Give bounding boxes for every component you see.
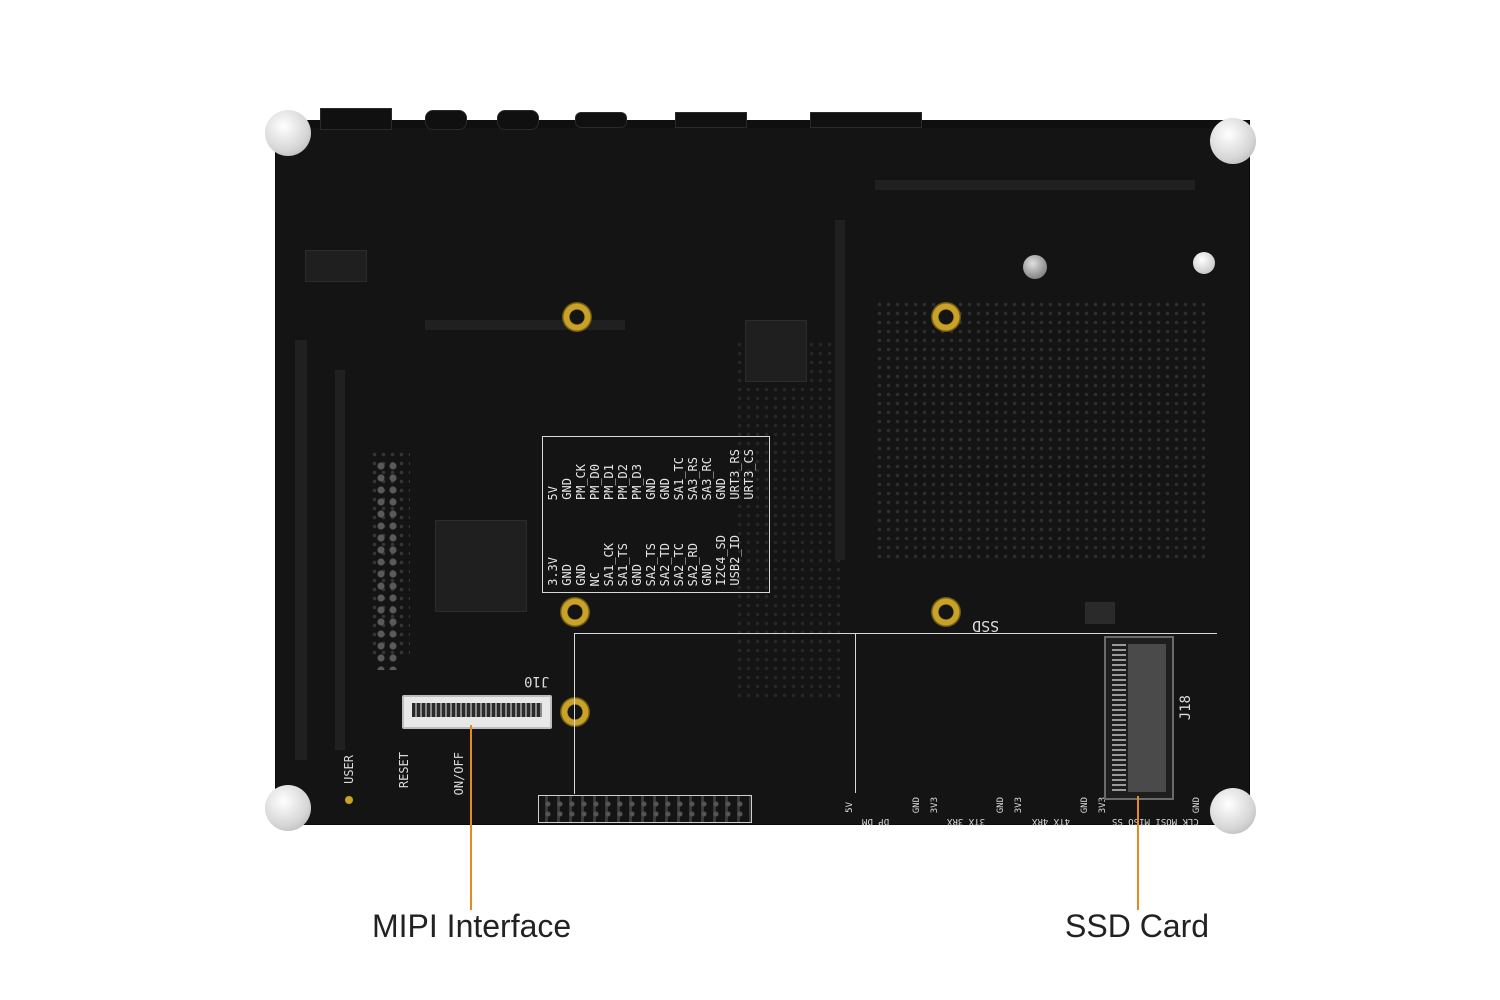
silk-j10: J10 [524, 673, 550, 689]
hdr-label-gnd-2: GND [996, 797, 1006, 814]
chip-upper-left [305, 250, 367, 282]
via-field-upper [875, 300, 1205, 560]
audio-jack-1 [425, 110, 467, 130]
pin-col-1-top: GND [560, 478, 574, 500]
standoff-bottom-right [1210, 788, 1256, 834]
pin-col-2-top: PM_CK [574, 463, 588, 500]
hdr-label-3tx3rx: 3TX 3RX [947, 816, 985, 826]
standoff-bottom-left [265, 785, 311, 831]
pin-col-11-bottom: GND [700, 564, 714, 586]
ethernet-port [810, 112, 922, 128]
mipi-connector [402, 695, 552, 729]
silk-outline-ssd-area [574, 633, 1217, 794]
silk-onoff: ON/OFF [452, 752, 466, 796]
pin-col-9-top: SA1_TC [672, 456, 686, 500]
trace-5 [875, 180, 1195, 190]
audio-jack-2 [497, 110, 539, 130]
pin-col-4-top: PM_D1 [602, 463, 616, 500]
mipi-interface-label: MIPI Interface [372, 908, 572, 944]
hdr-label-4tx4rx: 4TX 4RX [1032, 816, 1070, 826]
pin-col-12-top: GND [714, 478, 728, 500]
trace-2 [335, 370, 345, 750]
pin-col-7-bottom: SA2_TS [644, 542, 658, 586]
mount-hole-2 [931, 302, 961, 332]
pin-col-8-top: GND [658, 478, 672, 500]
chip-center [435, 520, 527, 612]
pin-label-table: 3.3V 5V GND GND GND PM_CK NC PM_D0 SA1_C… [542, 436, 770, 593]
usb-port-1 [675, 112, 747, 128]
hdr-label-gnd-3: GND [1080, 797, 1090, 814]
usb-c-port [575, 112, 627, 128]
pin-col-5-bottom: SA1_TS [616, 542, 630, 586]
pin-col-10-bottom: SA2_RD [686, 542, 700, 586]
trace-4 [835, 220, 845, 560]
pin-col-12-bottom: I2C4_SD [714, 535, 728, 586]
pin-col-0-top: 5V [546, 485, 560, 500]
via-field-mid [735, 340, 845, 700]
pin-col-13-bottom: USB2_ID [728, 535, 742, 586]
pin-col-1-bottom: GND [560, 564, 574, 586]
pin-col-3-bottom: NC [588, 571, 602, 586]
pin-col-10-top: SA3_RS [686, 456, 700, 500]
silk-user: USER [342, 755, 356, 784]
m2-ssd-slot [1104, 636, 1174, 800]
pin-header-2x20 [538, 795, 752, 823]
silk-ssd: SSD [972, 617, 1000, 635]
pin-col-2-bottom: GND [574, 564, 588, 586]
pin-col-9-bottom: SA2_TC [672, 542, 686, 586]
pin-col-7-top: GND [644, 478, 658, 500]
hdr-label-gnd-4: GND [1192, 797, 1202, 814]
trace-1 [295, 340, 307, 760]
smd-component [1085, 602, 1115, 624]
barrel-jack [320, 108, 392, 130]
white-pin [1193, 252, 1215, 274]
pin-col-11-top: SA3_RC [700, 456, 714, 500]
pin-col-6-top: PM_D3 [630, 463, 644, 500]
pin-col-8-bottom: SA2_TD [658, 542, 672, 586]
board-edge [275, 120, 1250, 128]
hdr-label-gnd-1: GND [912, 797, 922, 814]
mount-hole-3 [560, 597, 590, 627]
standoff-top-right [1210, 118, 1256, 164]
ssd-card-label: SSD Card [1065, 908, 1210, 944]
mipi-leader-line [470, 725, 472, 910]
hdr-label-dp-dm: DP DM [862, 816, 890, 826]
user-led [345, 796, 353, 804]
silk-j18: J18 [1178, 695, 1194, 721]
screw [1023, 255, 1047, 279]
hdr-label-spi: CLK MOSI MISO SS [1112, 816, 1199, 826]
pin-col-5-top: PM_D2 [616, 463, 630, 500]
hdr-label-3v3-1: 3V3 [930, 797, 940, 814]
hdr-label-5v: 5V [845, 802, 855, 813]
pin-col-4-bottom: SA1_CK [602, 542, 616, 586]
trace-3 [425, 320, 625, 330]
silk-reset: RESET [397, 752, 411, 789]
hdr-label-3v3-2: 3V3 [1014, 797, 1024, 814]
mount-hole-1 [562, 302, 592, 332]
pin-col-0-bottom: 3.3V [546, 557, 560, 586]
pin-col-14-top: URT3_CS [742, 449, 756, 500]
pin-col-6-bottom: GND [630, 564, 644, 586]
mount-hole-5 [560, 697, 590, 727]
chip-mid-right [745, 320, 807, 382]
pin-col-3-top: PM_D0 [588, 463, 602, 500]
gpio-header-pins [375, 460, 399, 670]
mount-hole-4 [931, 597, 961, 627]
pin-col-13-top: URT3_RS [728, 449, 742, 500]
silk-outline-divider [855, 633, 856, 793]
ssd-leader-line [1137, 796, 1139, 910]
standoff-top-left [265, 110, 311, 156]
